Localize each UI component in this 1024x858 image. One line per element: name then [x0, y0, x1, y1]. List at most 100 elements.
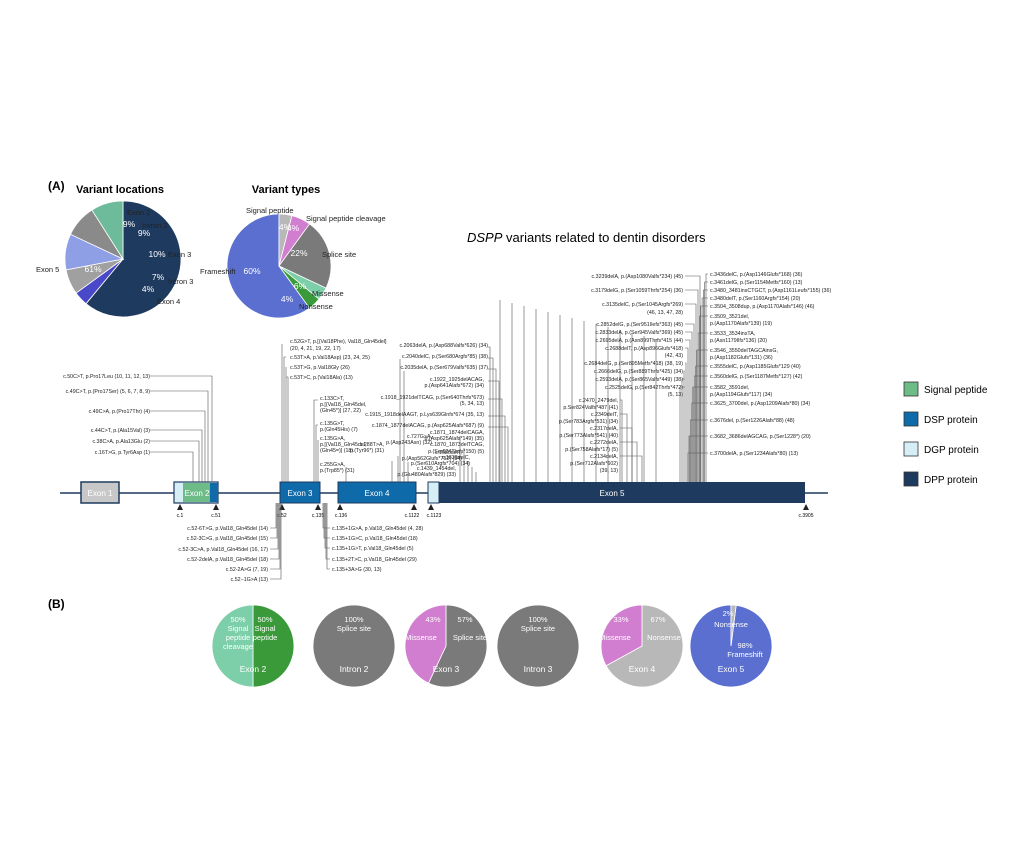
pie-slice-name: Missense [312, 289, 344, 298]
variant-label: c.2470_2479del, [579, 398, 618, 404]
variant-label: p.(Ser624Thrfs*150) (5) [428, 449, 484, 455]
pie-slice-name: Exon 4 [157, 297, 180, 306]
pie-slice-percent: 22% [290, 248, 307, 258]
exon-1-label: Exon 1 [88, 489, 113, 498]
leader-line [697, 332, 708, 482]
variant-label: c.3682_3686delAGCAG, p.(Ser1228*) (20) [710, 434, 811, 440]
variant-label: c.3560delG, p.(Ser1187Metfs*127) (42) [710, 374, 803, 380]
leader-line [703, 289, 708, 482]
variant-label: p.(Asp562Glufs*752) (34) [402, 456, 462, 462]
variant-label: c.2040delC, p.(Ser680Argfs*85) (38) [402, 354, 488, 360]
position-tick [411, 504, 417, 510]
exon-2: Exon 2 [173, 481, 219, 504]
pie-slice-missense [600, 604, 643, 667]
leader-line [701, 297, 708, 482]
pie-slice-missense [404, 604, 447, 684]
variant-label: c.3533_3534insTA, [710, 331, 755, 337]
leader-line [488, 368, 497, 482]
legend: Signal peptide DSP protein DGP protein D… [903, 381, 988, 487]
variant-label: c.3436delC, p.(Asp1146Glufs*168) (36) [710, 272, 803, 278]
pie-title: Intron 2 [340, 664, 369, 674]
variant-label: c.1915_1918delAAGT, p.Lys639Glnfs*674 (3… [365, 412, 484, 418]
variant-label: c.3239delA, p.(Asp1080Valfs*234) (45) [592, 274, 684, 280]
pie-slice-label: 100% [344, 615, 364, 624]
variant-label: c.2317delA, [590, 426, 618, 432]
variant-label: c.1871_1874delCAGA, [430, 430, 484, 436]
leader-line [688, 435, 708, 482]
variant-label: c.3509_3521del, [710, 314, 749, 320]
diagram-title-gene: DSPP [467, 230, 503, 245]
variant-label: c.135+3A>G (30, 13) [332, 567, 382, 573]
leader-line [687, 452, 708, 482]
pie-slice-percent: 4% [281, 294, 294, 304]
variant-label: c.2525delG, p.(Ser842Thrfs*472) [605, 385, 683, 391]
variant-label: c.53T>C, p.(Val18Ala) (13) [290, 375, 353, 381]
variant-label: c.2349delT, [591, 412, 618, 418]
diagram-title-rest: variants related to dentin disorders [502, 230, 706, 245]
position-markers: c.1 c.51 c.52 c.135 c.136 c.1122 c.1123 … [177, 504, 814, 519]
leader-line [695, 365, 708, 482]
pie-slice-name: Splice site [453, 633, 487, 642]
legend-swatch-dgp [903, 441, 919, 457]
variant-label: (42, 43) [665, 353, 683, 359]
variant-label: c.1870_1873delTCAG, [430, 442, 484, 448]
pie-slice-label: Signal [228, 624, 249, 633]
variant-label: c.288T>A, [360, 442, 384, 448]
variant-label: c.135G>T, [320, 421, 344, 427]
position-tick [213, 504, 219, 510]
variant-label: p.(Ser712Alafs*602) [570, 461, 618, 467]
exon-5: Exon 5 [427, 481, 805, 504]
pie-slice-name: Frameshift [200, 267, 236, 276]
leader-line [685, 339, 691, 482]
variant-label: (39, 13) [600, 468, 618, 474]
variant-label: p.[(Val18_Gln45del, [320, 442, 366, 448]
exon-3: Exon 3 [279, 481, 321, 504]
variant-label: c.135+1G>A, p.Val18_Gln45del (4, 28) [332, 526, 423, 532]
pie-slice-signal-peptide-cleavage [211, 604, 254, 688]
exon-3-label: Exon 3 [288, 489, 313, 498]
leader-line [692, 386, 708, 482]
pie-title: Variant types [252, 184, 320, 196]
variant-label: c.2684delG, p.(Ser895Metfs*418) (38, 19) [584, 361, 683, 367]
variant-label: c.3461delG, p.(Ser1154Metfs*160) (13) [710, 280, 803, 286]
position-label: c.51 [211, 513, 221, 519]
position-tick [337, 504, 343, 510]
variant-label: p.(Ser758Alafs*17) (5) [565, 447, 618, 453]
pie-slice-percent: 6% [294, 281, 307, 291]
pie-title: Exon 5 [718, 664, 745, 674]
intron-leader-lines [270, 503, 330, 580]
pie-slice-label: 43% [425, 615, 440, 624]
leader-line [691, 402, 708, 482]
leader-line [620, 413, 628, 482]
pie-slice-label: 67% [650, 615, 665, 624]
pie-slice-percent: 9% [123, 219, 136, 229]
variant-label: c.3480delT, p.(Ser1160Argfs*154) (20) [710, 296, 801, 302]
leader-line [488, 415, 506, 482]
variant-label: c.1686delT, [435, 450, 462, 456]
pie-slice-label: peptide [226, 633, 251, 642]
variant-label: c.255G>A, [320, 462, 345, 468]
variant-label: c.50C>T, p.Pro17Leu (10, 11, 12, 13) [63, 374, 150, 380]
variant-label: p.(Ser773Alafs*541) (40) [559, 433, 618, 439]
variant-label: c.3700delA, p.(Ser1234Alafs*80) (13) [710, 451, 798, 457]
variant-label: (46, 13, 47, 28) [647, 310, 683, 316]
leader-line [488, 398, 503, 482]
exon-5-dpp [439, 482, 805, 503]
pie-slice-label: Signal [255, 624, 276, 633]
variant-labels: c.50C>T, p.Pro17Leu (10, 11, 12, 13) c.49… [63, 272, 831, 583]
pie-slice-splice-site [428, 604, 488, 688]
position-label: c.1 [177, 513, 184, 519]
leader-line [685, 347, 689, 482]
variant-label: p.[(Val18_Gln45del, [320, 402, 366, 408]
leader-line [620, 399, 623, 482]
variant-label: (5, 13) [668, 392, 684, 398]
pie-slice-label: Splice site [521, 624, 555, 633]
leader-line [685, 275, 701, 482]
variant-label: c.49C>T, p.(Pro17Ser) (5, 6, 7, 8, 9) [66, 389, 151, 395]
variant-label: c.52-2A>G (7, 19) [226, 567, 268, 573]
position-tick [315, 504, 321, 510]
variant-label: c.1830delC, [442, 455, 470, 461]
